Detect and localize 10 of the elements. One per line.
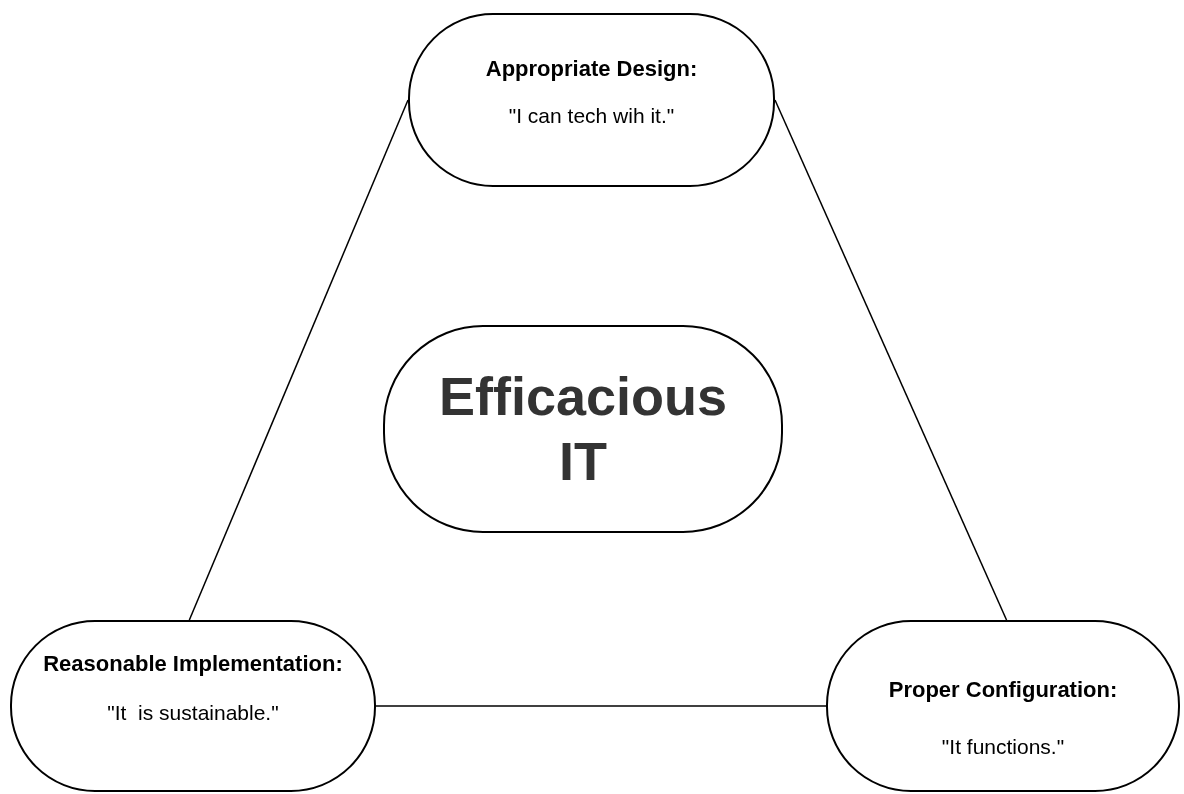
box-heading: Appropriate Design: [485, 55, 698, 83]
box-heading: Reasonable Implementation: [43, 650, 343, 678]
connector-line [375, 705, 827, 707]
connector-line [188, 99, 409, 621]
box-quote: "It is sustainable." [107, 700, 279, 725]
connector-line [774, 99, 1008, 621]
box-quote: "I can tech wih it." [508, 103, 675, 128]
box-quote: "It functions." [941, 734, 1065, 759]
box-heading: Proper Configuration: [888, 676, 1118, 704]
center-title: Efficacious IT [437, 365, 729, 493]
